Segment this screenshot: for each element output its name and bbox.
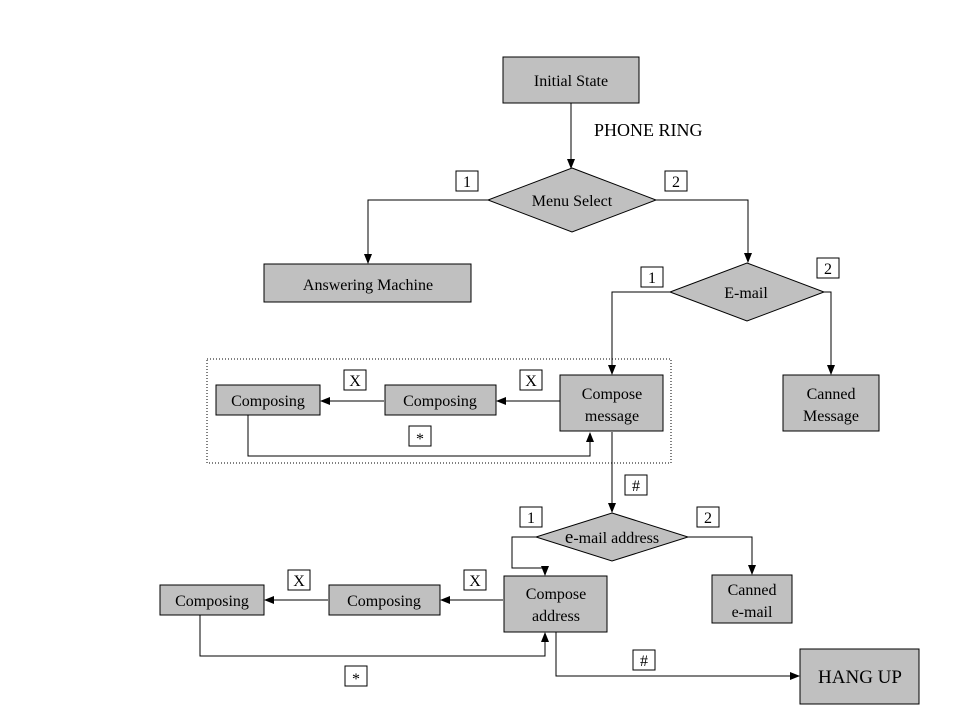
edge-compose-address-to-hang-up: [555, 632, 800, 680]
edge-label-addr-star: *: [344, 665, 368, 688]
node-canned-message-line-2: Message: [803, 408, 859, 425]
node-canned-email: Canned e-mail: [711, 574, 793, 624]
edge-label-email-1-text: 1: [648, 270, 656, 287]
node-compose-address-line-2: address: [532, 608, 580, 625]
node-menu-select-label: Menu Select: [532, 193, 613, 210]
node-menu-select: Menu Select: [486, 167, 658, 233]
edge-label-menu-1: 1: [455, 170, 479, 192]
node-hang-up: HANG UP: [799, 648, 920, 705]
node-compose-address: Compose address: [503, 575, 608, 633]
edge-label-email-1: 1: [640, 266, 664, 288]
edge-label-phone-ring: PHONE RING: [594, 120, 703, 140]
node-answering-machine-label: Answering Machine: [303, 277, 433, 294]
edge-label-msg-hash-text: #: [632, 478, 640, 495]
edge-label-msg-x-2: X: [343, 369, 367, 391]
node-composing-msg-2-label: Composing: [231, 393, 305, 410]
node-canned-email-line-1: Canned: [728, 582, 777, 599]
edge-label-msg-hash: #: [624, 474, 648, 496]
edge-label-addr-x-1: X: [463, 569, 487, 591]
node-compose-message-line-2: message: [585, 408, 639, 425]
edge-label-msg-x-2-text: X: [349, 373, 361, 390]
edge-label-addr-2: 2: [696, 506, 720, 528]
edge-label-msg-star-text: *: [416, 431, 424, 448]
edge-composing-loop-back: [247, 415, 594, 457]
edge-label-email-2: 2: [816, 257, 840, 279]
edge-address-to-compose-address: [511, 536, 549, 576]
node-canned-message: Canned Message: [782, 374, 880, 432]
node-composing-msg-1-label: Composing: [403, 393, 477, 410]
edge-label-addr-hash: #: [632, 649, 656, 671]
edge-label-addr-1-text: 1: [527, 510, 535, 527]
edge-menu-to-answering: [364, 199, 489, 264]
edge-label-addr-x-1-text: X: [469, 573, 481, 590]
edge-label-menu-1-text: 1: [463, 174, 471, 191]
node-email-address-prefix: e: [565, 527, 573, 548]
edge-label-email-2-text: 2: [824, 261, 832, 278]
node-email-address-rest: -mail address: [573, 530, 659, 547]
edge-label-msg-x-1: X: [519, 369, 543, 391]
node-email-address-label: e-mail address: [565, 527, 659, 548]
edge-label-addr-1: 1: [519, 506, 543, 528]
node-compose-message: Compose message: [559, 374, 664, 432]
node-email: E-mail: [668, 262, 826, 322]
edge-composing-addr-loop-back: [199, 615, 549, 657]
edge-label-addr-x-2-text: X: [293, 573, 305, 590]
node-composing-addr-1-label: Composing: [347, 593, 421, 610]
edge-label-menu-2: 2: [664, 170, 688, 192]
edge-email-to-compose-message: [608, 291, 673, 375]
node-composing-msg-2: Composing: [215, 384, 321, 416]
node-answering-machine: Answering Machine: [263, 263, 472, 303]
node-composing-addr-2: Composing: [159, 584, 265, 616]
edge-label-addr-2-text: 2: [704, 510, 712, 527]
compose-message-group-frame: [206, 358, 672, 464]
node-compose-address-line-1: Compose: [526, 586, 586, 603]
node-hang-up-label: HANG UP: [818, 667, 902, 688]
edge-email-to-canned-message: [822, 291, 835, 375]
edge-label-addr-hash-text: #: [640, 653, 648, 670]
edge-menu-to-email: [655, 199, 752, 263]
node-composing-addr-2-label: Composing: [175, 593, 249, 610]
node-email-address: e-mail address: [534, 512, 690, 562]
edge-label-addr-star-text: *: [352, 671, 360, 688]
node-composing-addr-1: Composing: [328, 584, 441, 616]
node-canned-email-line-2: e-mail: [732, 604, 773, 621]
node-compose-message-line-1: Compose: [582, 386, 642, 403]
node-canned-message-line-1: Canned: [807, 386, 856, 403]
edge-label-msg-x-1-text: X: [525, 373, 537, 390]
node-composing-msg-1: Composing: [384, 384, 497, 416]
node-initial-state: Initial State: [502, 56, 640, 104]
edge-label-menu-2-text: 2: [672, 174, 680, 191]
edge-label-msg-star: *: [408, 425, 432, 448]
edge-label-addr-x-2: X: [287, 569, 311, 591]
node-email-label: E-mail: [724, 285, 768, 302]
node-initial-state-label: Initial State: [534, 73, 608, 90]
edge-address-to-canned-email: [686, 536, 756, 575]
